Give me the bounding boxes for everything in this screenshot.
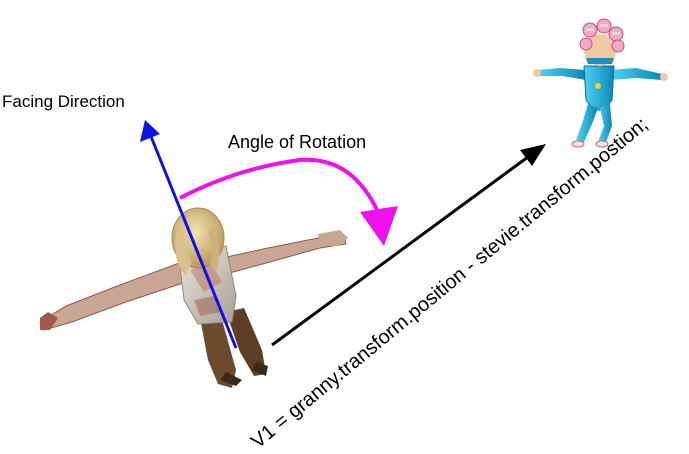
v1-vector-arrow <box>271 144 546 347</box>
granny-figure <box>39 207 348 388</box>
facing-direction-arrow <box>140 120 238 349</box>
angle-of-rotation-arrow <box>179 157 398 246</box>
stevie-figure <box>533 18 668 148</box>
facing-direction-label: Facing Direction <box>2 92 125 111</box>
angle-of-rotation-label: Angle of Rotation <box>228 132 367 152</box>
